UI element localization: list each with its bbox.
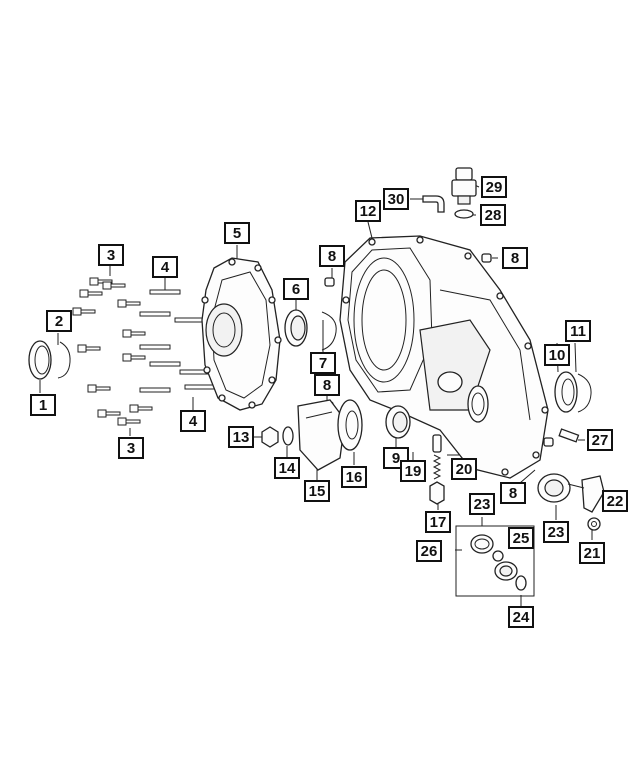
callout-15: 15 (304, 480, 330, 502)
callout-17: 17 (425, 511, 451, 533)
callout-25: 25 (508, 527, 534, 549)
callout-2: 2 (46, 310, 72, 332)
callout-4-top: 4 (152, 256, 178, 278)
callout-30: 30 (383, 188, 409, 210)
callout-23-bottom: 23 (543, 521, 569, 543)
plug-13 (261, 426, 279, 448)
callout-29: 29 (481, 176, 507, 198)
callout-27: 27 (587, 429, 613, 451)
leader-lines (39, 182, 609, 606)
bracket-15 (297, 399, 346, 471)
callout-3-top: 3 (98, 244, 124, 266)
callout-24: 24 (508, 606, 534, 628)
callout-10: 10 (544, 344, 570, 366)
bolts-3 (72, 277, 153, 426)
callout-14: 14 (274, 457, 300, 479)
motor-16 (337, 399, 363, 451)
seal-9 (385, 405, 411, 439)
callout-22: 22 (602, 490, 628, 512)
callout-8-right-bottom: 8 (500, 482, 526, 504)
callout-4-bottom: 4 (180, 410, 206, 432)
snap-ring-11 (577, 373, 592, 413)
callout-8-right-top: 8 (502, 247, 528, 269)
callout-1: 1 (30, 394, 56, 416)
pin-20 (432, 434, 442, 453)
washer-14 (282, 426, 294, 446)
callout-7: 7 (310, 352, 336, 374)
bearing-23 (537, 473, 585, 503)
main-case-12 (339, 235, 549, 479)
spring-19 (432, 454, 442, 480)
callout-11: 11 (565, 320, 591, 342)
callout-23-top: 23 (469, 493, 495, 515)
lever-22 (581, 475, 605, 513)
sensor-29 (451, 167, 477, 205)
snap-ring-7 (321, 311, 337, 351)
cover-housing-5 (201, 257, 282, 411)
snap-ring-2 (57, 341, 71, 379)
ring-seal-1 (28, 340, 52, 380)
callout-3-bottom: 3 (118, 437, 144, 459)
vent-30 (422, 195, 445, 213)
callout-8-left-bottom: 8 (314, 374, 340, 396)
callout-19: 19 (400, 460, 426, 482)
bolt-21 (587, 517, 601, 531)
callout-5: 5 (224, 222, 250, 244)
callout-12: 12 (355, 200, 381, 222)
callout-20: 20 (451, 458, 477, 480)
o-ring-28 (454, 209, 474, 219)
callout-21: 21 (579, 542, 605, 564)
seal-6 (284, 309, 308, 347)
callout-6: 6 (283, 278, 309, 300)
callout-8-left-top: 8 (319, 245, 345, 267)
key-27 (558, 428, 580, 443)
bearing-10 (554, 371, 578, 413)
callout-28: 28 (480, 204, 506, 226)
callout-26: 26 (416, 540, 442, 562)
callout-13: 13 (228, 426, 254, 448)
kit-26 (455, 525, 535, 597)
callout-16: 16 (341, 466, 367, 488)
fitting-17 (429, 481, 445, 505)
